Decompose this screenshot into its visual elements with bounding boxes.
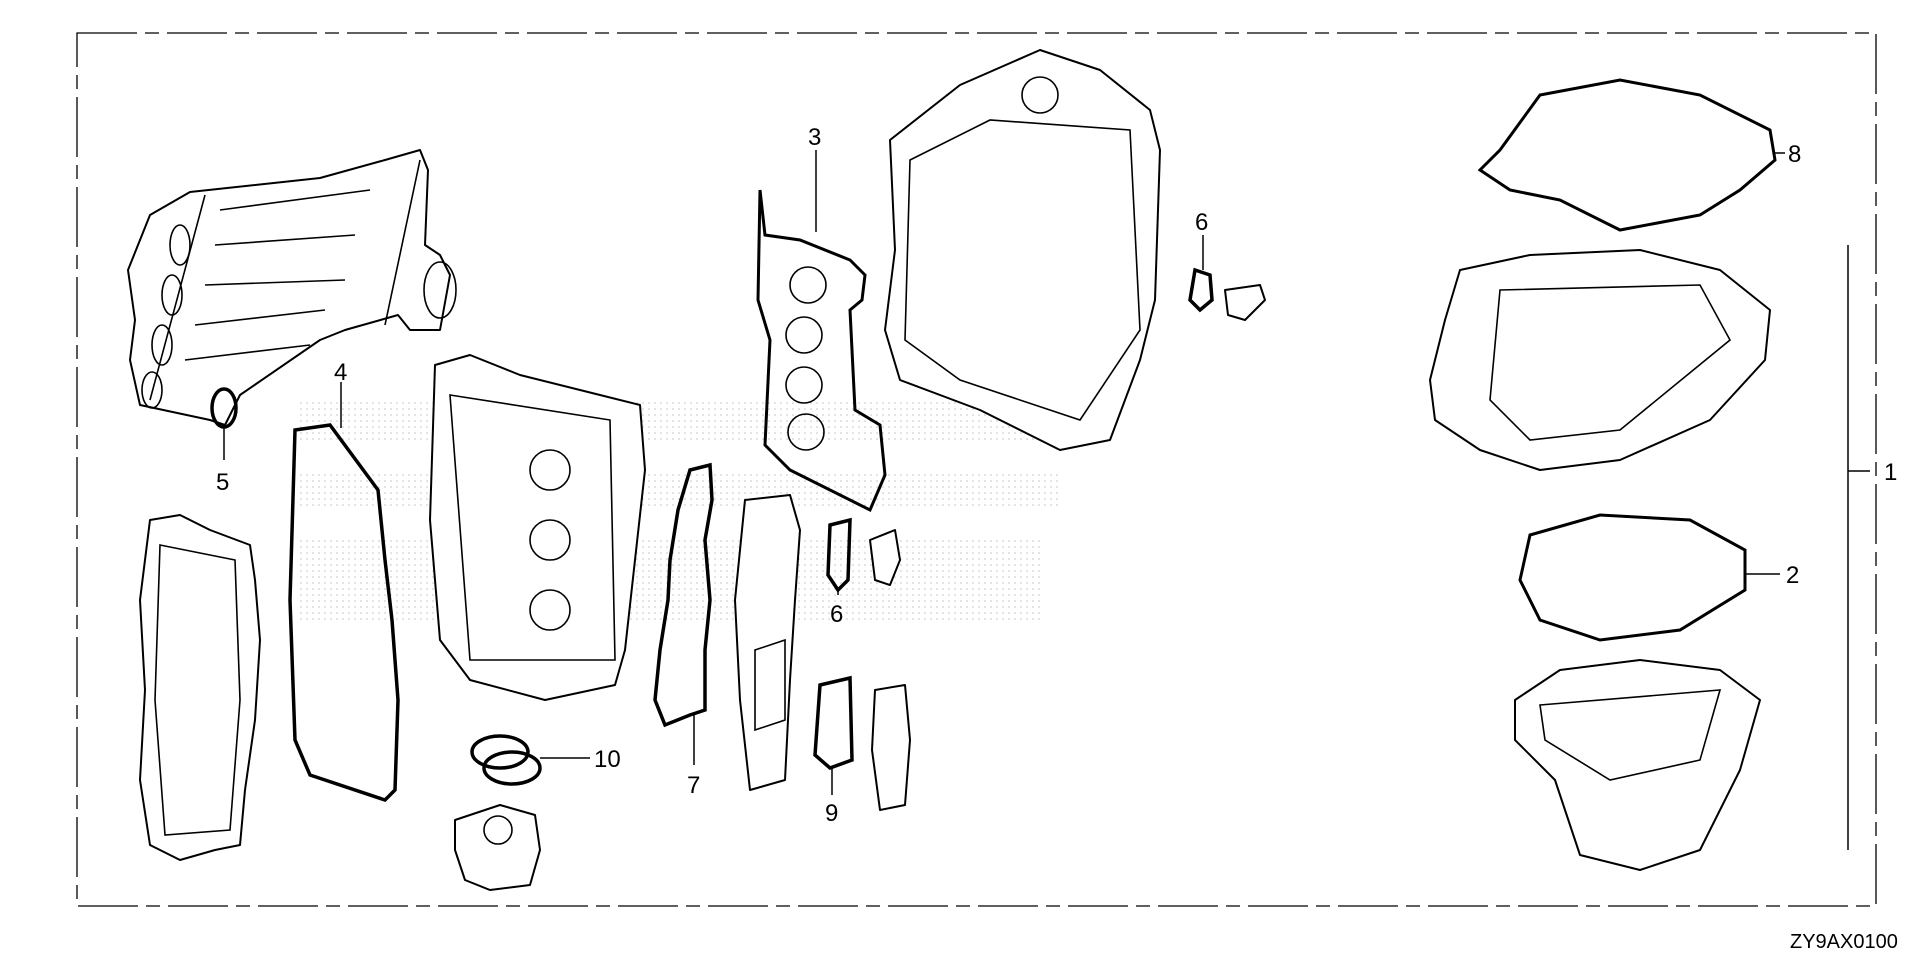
intake-manifold bbox=[127, 149, 457, 426]
diagram-code: ZY9AX0100 bbox=[1790, 931, 1898, 953]
callout-9: 9 bbox=[825, 800, 838, 827]
callout-1: 1 bbox=[1884, 459, 1897, 486]
callout-3: 3 bbox=[808, 124, 821, 151]
exhaust-cover bbox=[734, 494, 801, 791]
part-2-oil-pan-gasket bbox=[1518, 513, 1780, 642]
part-7-exhaust-gasket bbox=[653, 462, 714, 765]
part-6-seal-mid bbox=[826, 517, 852, 595]
part-4-head-cover-gasket bbox=[288, 382, 400, 803]
callout-6-mid: 6 bbox=[830, 601, 843, 628]
part-9-gasket bbox=[813, 675, 854, 795]
callout-5: 5 bbox=[216, 469, 229, 496]
part-5-seal bbox=[210, 387, 238, 460]
callout-8: 8 bbox=[1788, 141, 1801, 168]
cylinder-head-cover bbox=[139, 514, 261, 861]
part-10-o-rings bbox=[470, 734, 590, 786]
oil-pan-upper bbox=[1429, 249, 1771, 471]
diagram-frame bbox=[76, 32, 1877, 907]
callout-10: 10 bbox=[594, 746, 621, 773]
callout-6-top: 6 bbox=[1195, 209, 1208, 236]
thermostat-housing bbox=[454, 804, 541, 891]
part-3-cylinder-head-gasket bbox=[756, 150, 887, 513]
engine-block bbox=[884, 49, 1161, 451]
callout-2: 2 bbox=[1786, 562, 1799, 589]
cylinder-head bbox=[429, 354, 646, 701]
callout-7: 7 bbox=[687, 772, 700, 799]
oil-pan-lower bbox=[1514, 659, 1761, 871]
watermark bbox=[300, 400, 1060, 620]
cover-plate bbox=[871, 684, 911, 811]
part-6-seal-top bbox=[1188, 235, 1266, 321]
water-fitting bbox=[869, 529, 901, 586]
callout-4: 4 bbox=[334, 359, 347, 386]
part-8-gasket bbox=[1477, 78, 1785, 232]
